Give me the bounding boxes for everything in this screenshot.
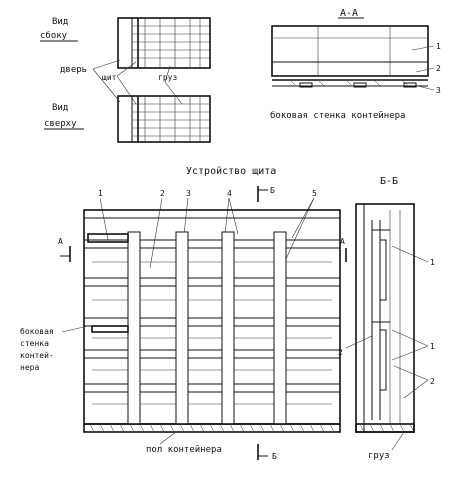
- section-bb: Б-Б 1 2 1 2 груз: [338, 176, 435, 461]
- svg-text:нера: нера: [20, 363, 39, 372]
- aa-callout-1: 1: [436, 42, 441, 51]
- bb-callout-2a: 2: [338, 348, 343, 357]
- callout-4: 4: [227, 189, 232, 198]
- shield-label: щит: [102, 73, 117, 82]
- a-marker-left: А: [58, 237, 63, 246]
- bb-callout-1a: 1: [430, 258, 435, 267]
- floor-label: пол контейнера: [146, 445, 222, 455]
- cargo-label: груз: [158, 73, 177, 82]
- side-wall-label: боковая стенка контей- нера: [20, 325, 89, 372]
- top-view-label-1: Вид: [52, 103, 68, 113]
- section-marker-top-label: Б: [270, 186, 275, 195]
- svg-text:контей-: контей-: [20, 351, 54, 360]
- svg-text:боковая: боковая: [20, 326, 54, 336]
- side-view: Вид сбоку: [40, 17, 211, 69]
- door-label: дверь: [60, 65, 87, 75]
- bb-cargo-label: груз: [368, 451, 390, 461]
- top-view-label-2: сверху: [44, 119, 77, 129]
- callout-5: 5: [312, 189, 317, 198]
- a-marker-right: А: [340, 237, 345, 246]
- callout-1: 1: [98, 189, 103, 198]
- callout-3: 3: [186, 189, 191, 198]
- bb-callout-1b: 1: [430, 342, 435, 351]
- side-view-label-2: сбоку: [40, 30, 68, 41]
- svg-text:стенка: стенка: [20, 339, 49, 348]
- section-bb-title: Б-Б: [380, 176, 398, 187]
- device-title: Устройство щита: [186, 165, 276, 177]
- callout-2: 2: [160, 189, 165, 198]
- aa-callout-2: 2: [436, 64, 441, 73]
- shield-frame: [83, 209, 341, 433]
- top-view: Вид сверху: [44, 95, 211, 143]
- section-aa: А-А 1 2 3 боковая стенка контейнера: [270, 8, 441, 121]
- section-marker-bottom-label: Б: [272, 452, 277, 461]
- section-aa-title: А-А: [340, 8, 358, 19]
- section-marker-top: Б: [257, 186, 275, 202]
- section-marker-bottom: Б: [257, 444, 277, 461]
- side-view-label-1: Вид: [52, 17, 68, 27]
- aa-callout-3: 3: [436, 86, 441, 95]
- bb-callout-2b: 2: [430, 377, 435, 386]
- aa-wall-label: боковая стенка контейнера: [270, 110, 405, 121]
